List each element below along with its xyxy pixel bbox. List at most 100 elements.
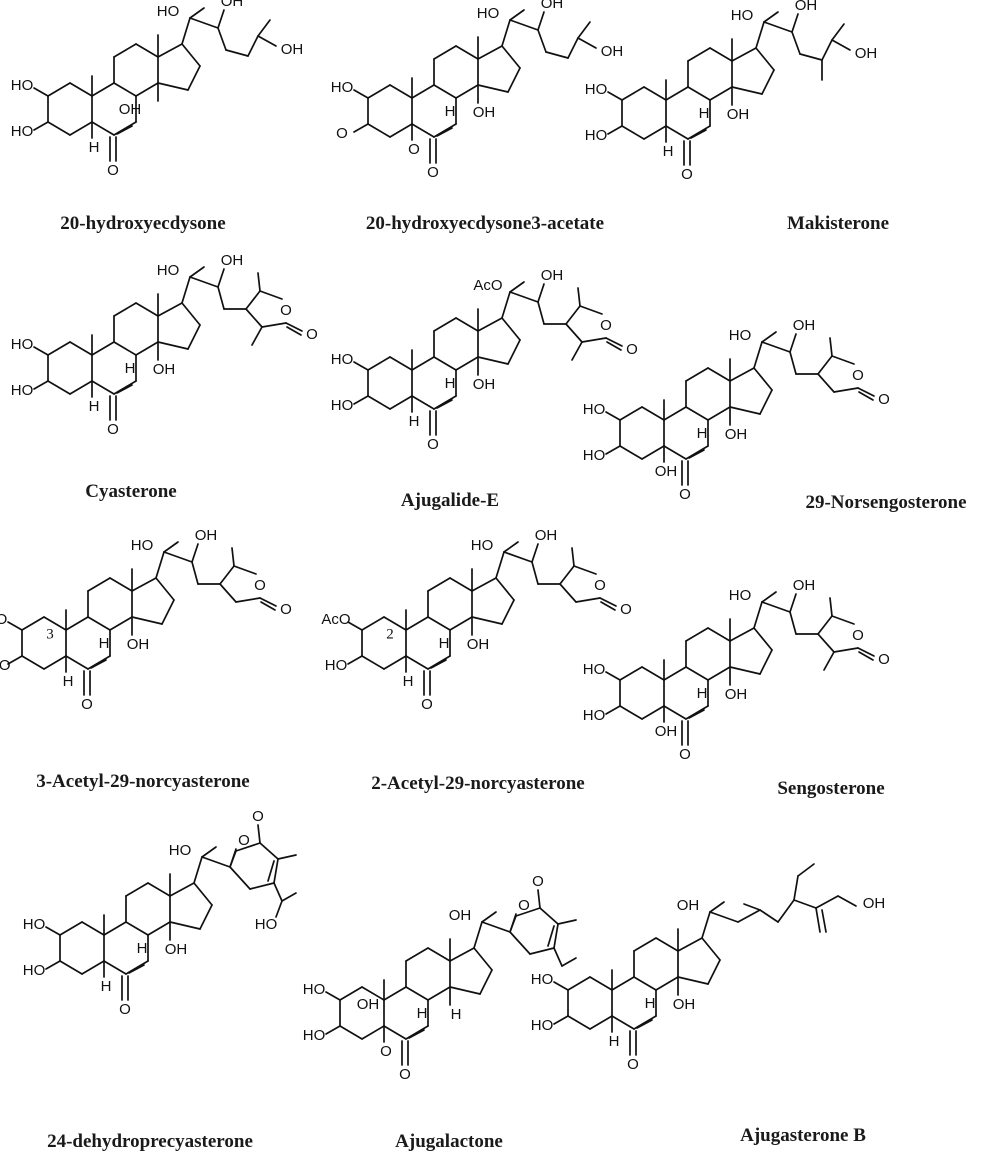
side-label: OH	[281, 41, 304, 58]
side-bond	[753, 341, 763, 369]
side-bond	[531, 543, 539, 563]
substituent-bond	[605, 411, 621, 421]
double-bond	[547, 925, 555, 947]
ring-bond	[249, 882, 275, 890]
double-bond	[430, 659, 447, 669]
compound-name: 29-Norsengosterone	[805, 492, 966, 513]
side-bond	[201, 856, 231, 868]
ring-bond	[687, 86, 711, 101]
ring-bond	[455, 45, 479, 60]
methyl-bond	[571, 547, 575, 567]
ring-bond	[449, 947, 475, 962]
carbonyl-bond	[600, 601, 616, 611]
ring-bond	[169, 921, 201, 930]
carbonyl-bond	[260, 601, 276, 611]
ring-bond	[501, 45, 521, 69]
atom-label: OH	[473, 376, 496, 393]
carbonyl-bond	[537, 889, 541, 909]
ring-bond	[477, 84, 509, 93]
side-label: OH	[601, 43, 624, 60]
ring-bond	[707, 627, 731, 642]
side-bond	[797, 863, 815, 877]
lactone-bond	[581, 337, 607, 343]
ring-bond	[361, 655, 385, 670]
lactone-bond	[573, 565, 597, 575]
side-bond	[509, 19, 539, 31]
carbonyl-bond	[257, 824, 261, 844]
side-label: OH	[541, 0, 564, 12]
atom-label: AcO	[321, 611, 350, 628]
side-bond	[503, 541, 519, 553]
carbonyl-oxygen: O	[620, 601, 632, 618]
ring-bond	[43, 655, 67, 670]
side-bond	[821, 39, 833, 61]
atom-label: OH	[473, 104, 496, 121]
ring-bond	[259, 842, 279, 860]
ring-bond	[135, 43, 159, 58]
ring-bond	[147, 921, 171, 936]
lactone-bond	[833, 647, 859, 653]
carbonyl-bond	[858, 391, 874, 401]
methyl-bond	[577, 287, 581, 307]
double-bond	[690, 129, 707, 139]
ring-bond	[103, 960, 127, 975]
side-bond	[799, 53, 823, 61]
atom-label: O	[380, 1043, 392, 1060]
carbonyl-bond	[599, 597, 617, 607]
ring-bond	[641, 406, 665, 421]
side-bond	[577, 21, 591, 39]
side-bond	[793, 875, 799, 901]
ring-bond	[709, 86, 733, 101]
side-label: HO	[157, 3, 180, 20]
side-bond	[193, 856, 203, 884]
side-bond	[577, 37, 597, 49]
side-bond	[537, 29, 547, 53]
ring-bond	[729, 367, 755, 382]
side-bond	[755, 21, 765, 49]
double-bond	[636, 1019, 653, 1029]
ring-bond	[471, 577, 497, 592]
double-bond	[267, 860, 275, 882]
ring-bond	[113, 82, 137, 97]
side-bond	[275, 900, 283, 918]
atom-label: OH	[467, 636, 490, 653]
atom-label: H	[439, 635, 450, 652]
ring-bond	[663, 445, 687, 460]
ring-bond	[553, 923, 559, 949]
substituent-bond	[605, 671, 621, 681]
atom-label: O	[81, 696, 93, 713]
lactone-bond	[559, 565, 575, 585]
ring-bond	[411, 84, 435, 99]
carbonyl-oxygen: O	[878, 391, 890, 408]
substituent-bond	[605, 705, 621, 715]
lactone-bond	[559, 583, 577, 603]
ring-bond	[69, 341, 93, 356]
atom-label: HO	[583, 661, 606, 678]
ring-bond	[155, 577, 175, 601]
carbonyl-oxygen: O	[252, 808, 264, 825]
carbonyl-bond	[605, 337, 623, 347]
side-label: HO	[477, 5, 500, 22]
ring-bond	[643, 86, 667, 101]
ring-oxygen: O	[852, 627, 864, 644]
side-label: OH	[449, 907, 472, 924]
substituent-bond	[347, 621, 363, 631]
carbonyl-bond	[259, 597, 277, 607]
ring-bond	[47, 82, 71, 97]
side-bond	[709, 901, 725, 913]
ring-bond	[479, 969, 493, 995]
ring-bond	[707, 959, 721, 985]
methyl-bond	[829, 337, 833, 357]
ring-bond	[507, 339, 521, 365]
ring-bond	[81, 960, 105, 975]
ring-bond	[427, 986, 451, 1001]
side-bond	[189, 276, 219, 288]
atom-label: HO	[331, 397, 354, 414]
ring-bond	[685, 367, 709, 382]
double-bond	[116, 125, 133, 135]
ring-oxygen: O	[280, 302, 292, 319]
ring-bond	[641, 666, 665, 681]
atom-label: HO	[303, 1027, 326, 1044]
double-bond	[408, 1029, 425, 1039]
